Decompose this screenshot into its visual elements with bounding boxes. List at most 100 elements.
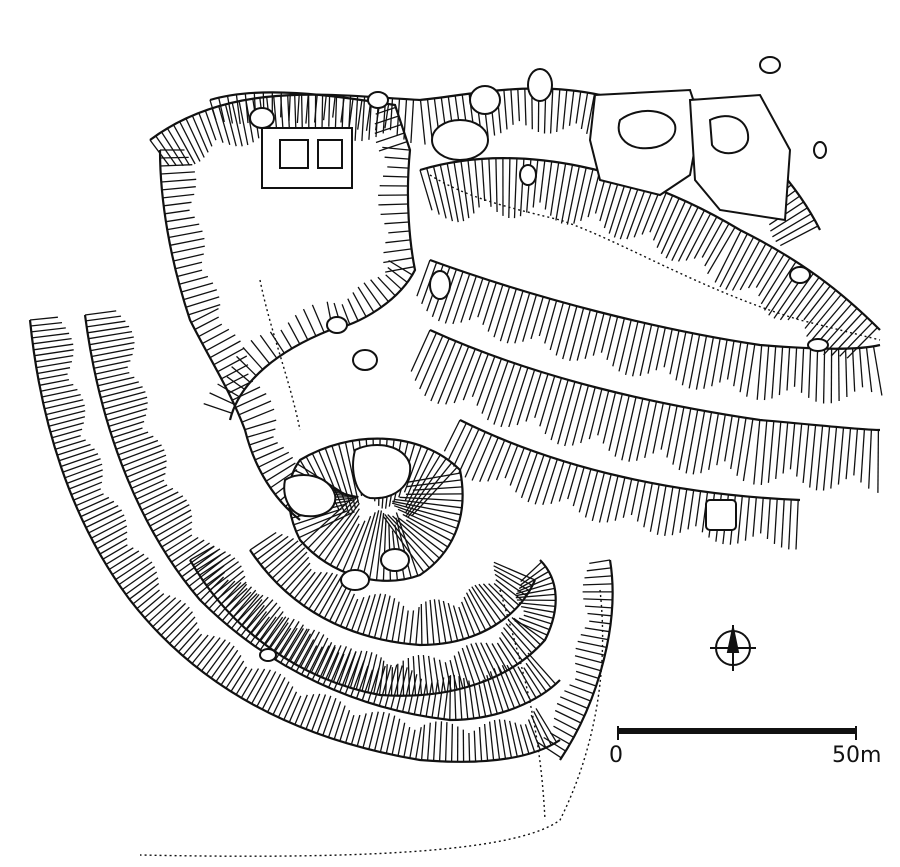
hachure-stroke — [396, 667, 408, 711]
hachure-stroke — [267, 543, 303, 575]
hachure-stroke — [608, 393, 623, 451]
hachure-stroke — [444, 662, 452, 692]
hachure-stroke — [313, 573, 338, 613]
hachure-stroke — [179, 121, 201, 162]
hachure-stroke — [144, 595, 171, 619]
hachure-stroke — [311, 304, 325, 333]
hachure-stroke — [422, 655, 429, 695]
hachure-stroke — [83, 505, 119, 523]
hachure-stroke — [770, 207, 808, 232]
footpath-south-2 — [139, 589, 604, 857]
hachure-stroke — [779, 225, 819, 247]
hachure-stroke — [426, 167, 440, 215]
hachure-stroke — [179, 275, 209, 285]
boulder-4 — [469, 85, 501, 115]
hachure-stroke — [391, 718, 401, 755]
hachure-stroke — [493, 569, 530, 592]
hachure-stroke — [217, 583, 248, 618]
hachure-stroke — [384, 103, 390, 129]
hachure-stroke — [348, 515, 372, 575]
hachure-stroke — [284, 562, 311, 592]
hachure-stroke — [298, 571, 322, 603]
hachure-stroke — [437, 677, 445, 719]
hachure-stroke — [269, 331, 285, 354]
hachure-stroke — [425, 601, 429, 645]
hachure-stroke — [122, 449, 165, 467]
hachure-stroke — [496, 642, 514, 668]
hachure-stroke — [365, 101, 372, 131]
hachure-stroke — [322, 697, 337, 736]
hachure-stroke — [249, 616, 270, 644]
hachure-stroke — [500, 631, 523, 661]
hachure-stroke — [321, 646, 336, 678]
hachure-stroke — [493, 363, 516, 425]
hachure-stroke — [202, 557, 236, 581]
hachure-stroke — [450, 723, 454, 762]
hachure-stroke — [387, 514, 436, 564]
hachure-stroke — [575, 662, 602, 672]
hachure-stroke — [85, 509, 122, 529]
hachure-stroke — [385, 239, 411, 244]
hachure-stroke — [479, 437, 499, 482]
hachure-stroke — [298, 511, 355, 539]
hachure-stroke — [424, 338, 450, 397]
hachure-stroke — [726, 340, 735, 380]
hachure-stroke — [210, 645, 235, 679]
hachure-stroke — [549, 732, 571, 745]
hachure-stroke — [350, 596, 365, 631]
hachure-stroke — [467, 160, 475, 214]
hachure-stroke — [675, 331, 687, 381]
hachure-stroke — [341, 304, 351, 325]
hachure-stroke — [259, 611, 284, 642]
hachure-stroke — [328, 94, 331, 127]
hachure-stroke — [100, 386, 143, 399]
hachure-stroke — [744, 496, 750, 541]
hachure-stroke — [375, 106, 397, 115]
hachure-stroke — [382, 146, 411, 151]
hachure-stroke — [420, 603, 423, 646]
hachure-stroke — [837, 348, 840, 402]
hachure-stroke — [161, 528, 192, 548]
hachure-stroke — [724, 415, 733, 462]
hachure-stroke — [357, 286, 375, 313]
hachure-stroke — [126, 460, 167, 478]
hachure-stroke — [420, 724, 426, 761]
hachure-stroke — [517, 88, 521, 122]
hachure-stroke — [464, 431, 486, 478]
hachure-stroke — [318, 576, 342, 616]
hachure-stroke — [438, 721, 443, 762]
hachure-stroke — [261, 673, 282, 710]
hachure-stroke — [756, 345, 763, 400]
hachure-stroke — [105, 402, 148, 416]
hachure-stroke — [198, 112, 213, 147]
hachure-stroke — [363, 282, 382, 308]
hachure-stroke — [516, 581, 554, 595]
hachure-stroke — [212, 581, 242, 614]
hachure-stroke — [398, 517, 445, 554]
hachure-stroke — [614, 395, 630, 457]
hachure-stroke — [865, 347, 873, 393]
hachure-stroke — [251, 669, 271, 705]
hachure-stroke — [523, 667, 542, 696]
hachure-stroke — [487, 284, 504, 332]
hachure-stroke — [57, 443, 91, 456]
hachure-stroke — [263, 540, 299, 570]
hachure-stroke — [544, 377, 563, 435]
hachure-stroke — [45, 404, 85, 416]
hachure-stroke — [181, 549, 219, 578]
hachure-stroke — [587, 170, 601, 218]
hachure-stroke — [167, 223, 200, 231]
hachure-stroke — [329, 515, 360, 566]
hachure-stroke — [362, 594, 376, 635]
hachure-stroke — [254, 446, 284, 461]
hachure-stroke — [446, 163, 459, 223]
hachure-stroke — [136, 484, 168, 500]
hachure-stroke — [584, 627, 610, 633]
hachure-stroke — [576, 309, 592, 361]
hachure-stroke — [152, 599, 182, 628]
hachure-stroke — [115, 435, 154, 450]
boulder-14 — [807, 338, 829, 352]
hachure-stroke — [851, 348, 856, 392]
hachure-stroke — [460, 161, 470, 219]
hachure-stroke — [493, 583, 520, 606]
